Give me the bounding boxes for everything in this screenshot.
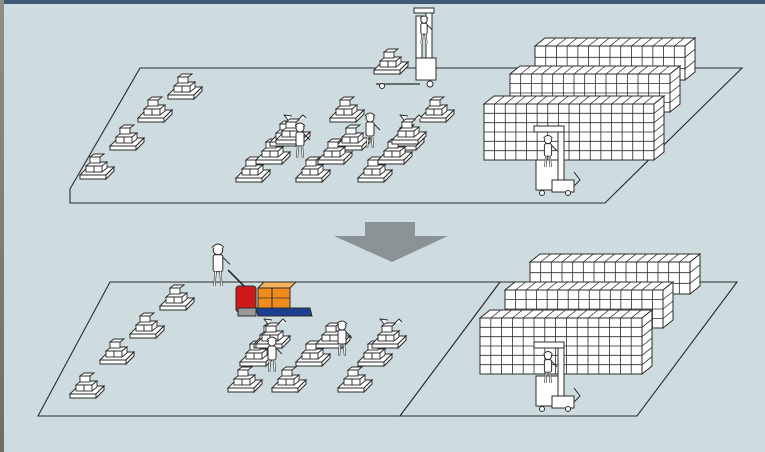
- pallet-truck-after-pallet: [256, 308, 312, 316]
- pallet-truck-after-operator: [212, 244, 230, 286]
- rack-before-front: [484, 96, 664, 160]
- down-arrow: [334, 222, 448, 262]
- rack-after-front: [480, 310, 652, 374]
- reach-truck-before-load: [374, 49, 408, 74]
